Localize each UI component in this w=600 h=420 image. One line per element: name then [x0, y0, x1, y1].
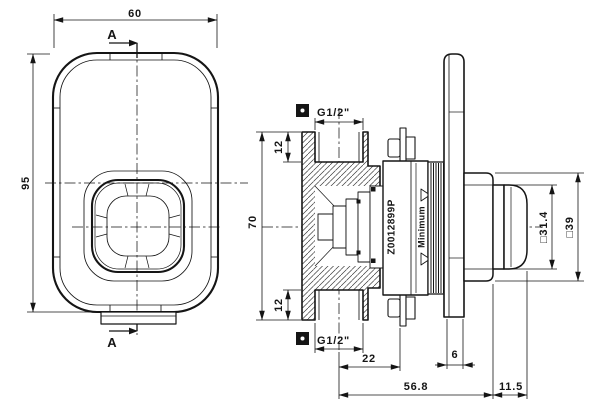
plate-inner-outline: [59, 59, 212, 306]
seal-oring: [356, 199, 361, 204]
thread-depth-bottom-label: 12: [273, 298, 285, 312]
screw-head-bottom: [387, 298, 401, 318]
total-depth-label: 56.8: [404, 381, 429, 393]
seal-oring: [371, 187, 376, 192]
handle-square-label: □31.4: [538, 211, 550, 243]
dim-thread-depth-top: 12: [273, 131, 301, 163]
cartridge-stem: [317, 185, 384, 269]
dim-total-depth: 56.8: [338, 284, 494, 399]
thread-symbol-dot: [300, 336, 305, 341]
seal-oring: [371, 258, 376, 263]
plate-outline: [51, 51, 220, 314]
dim-sleeve-square: □39: [495, 172, 584, 282]
thread-size-bottom-label: G1/2": [317, 335, 350, 347]
seal-oring: [356, 250, 361, 255]
dim-width-60: 60: [53, 8, 218, 48]
screw-washer-top: [405, 136, 416, 160]
section-arrow-bottom-icon: [129, 327, 138, 335]
dim-handle-square: □31.4: [502, 184, 557, 270]
axis-to-flange-label: 22: [362, 353, 376, 365]
push-button: [83, 170, 193, 282]
plate-notches: [53, 53, 218, 312]
thread-symbol-dot: [300, 108, 305, 113]
minimum-triangle-icon: [420, 188, 431, 202]
section-mark-top: A: [107, 27, 138, 58]
handle-projection-label: 11.5: [499, 381, 523, 393]
section-view: Z0012899P Minimum: [247, 53, 584, 399]
dim-thread-bottom: G1/2": [296, 323, 364, 353]
front-view: 60 95 A A: [20, 8, 248, 350]
section-arrow-top-icon: [129, 39, 138, 47]
screw-washer-bottom: [405, 296, 416, 320]
sleeve: [463, 172, 494, 282]
faceplate: [443, 53, 465, 318]
screw-head-top: [387, 138, 401, 158]
minimum-triangle-icon: [420, 252, 431, 266]
thread-lines: [318, 132, 360, 320]
dim-height-95: 95: [20, 53, 108, 313]
width-dim-label: 60: [128, 8, 142, 20]
section-label-top: A: [107, 27, 117, 42]
thread-size-top-label: G1/2": [317, 107, 350, 119]
plate-thickness-label: 6: [452, 349, 459, 361]
body-height-label: 70: [247, 215, 259, 229]
button-ticks: [95, 183, 181, 269]
minimum-label: Minimum: [417, 206, 427, 248]
dim-body-height: 70: [247, 131, 301, 321]
height-dim-label: 95: [20, 176, 32, 190]
dim-axis-to-flange: 22: [338, 328, 401, 399]
sleeve-square-label: □39: [564, 216, 576, 237]
dim-thread-depth-bottom: 12: [273, 289, 301, 321]
thread-depth-top-label: 12: [273, 140, 285, 154]
dim-handle-projection: 11.5: [492, 271, 528, 399]
section-label-bottom: A: [107, 335, 117, 350]
dim-thread-top: G1/2": [296, 104, 364, 130]
bottom-tab: [100, 311, 177, 325]
knob: [492, 184, 528, 270]
valve-body: [301, 131, 384, 321]
cartridge-housing: Z0012899P Minimum: [382, 160, 431, 296]
section-mark-bottom: A: [107, 324, 138, 350]
dim-plate-thickness: 6: [435, 319, 475, 369]
cartridge-code-label: Z0012899P: [387, 199, 398, 254]
